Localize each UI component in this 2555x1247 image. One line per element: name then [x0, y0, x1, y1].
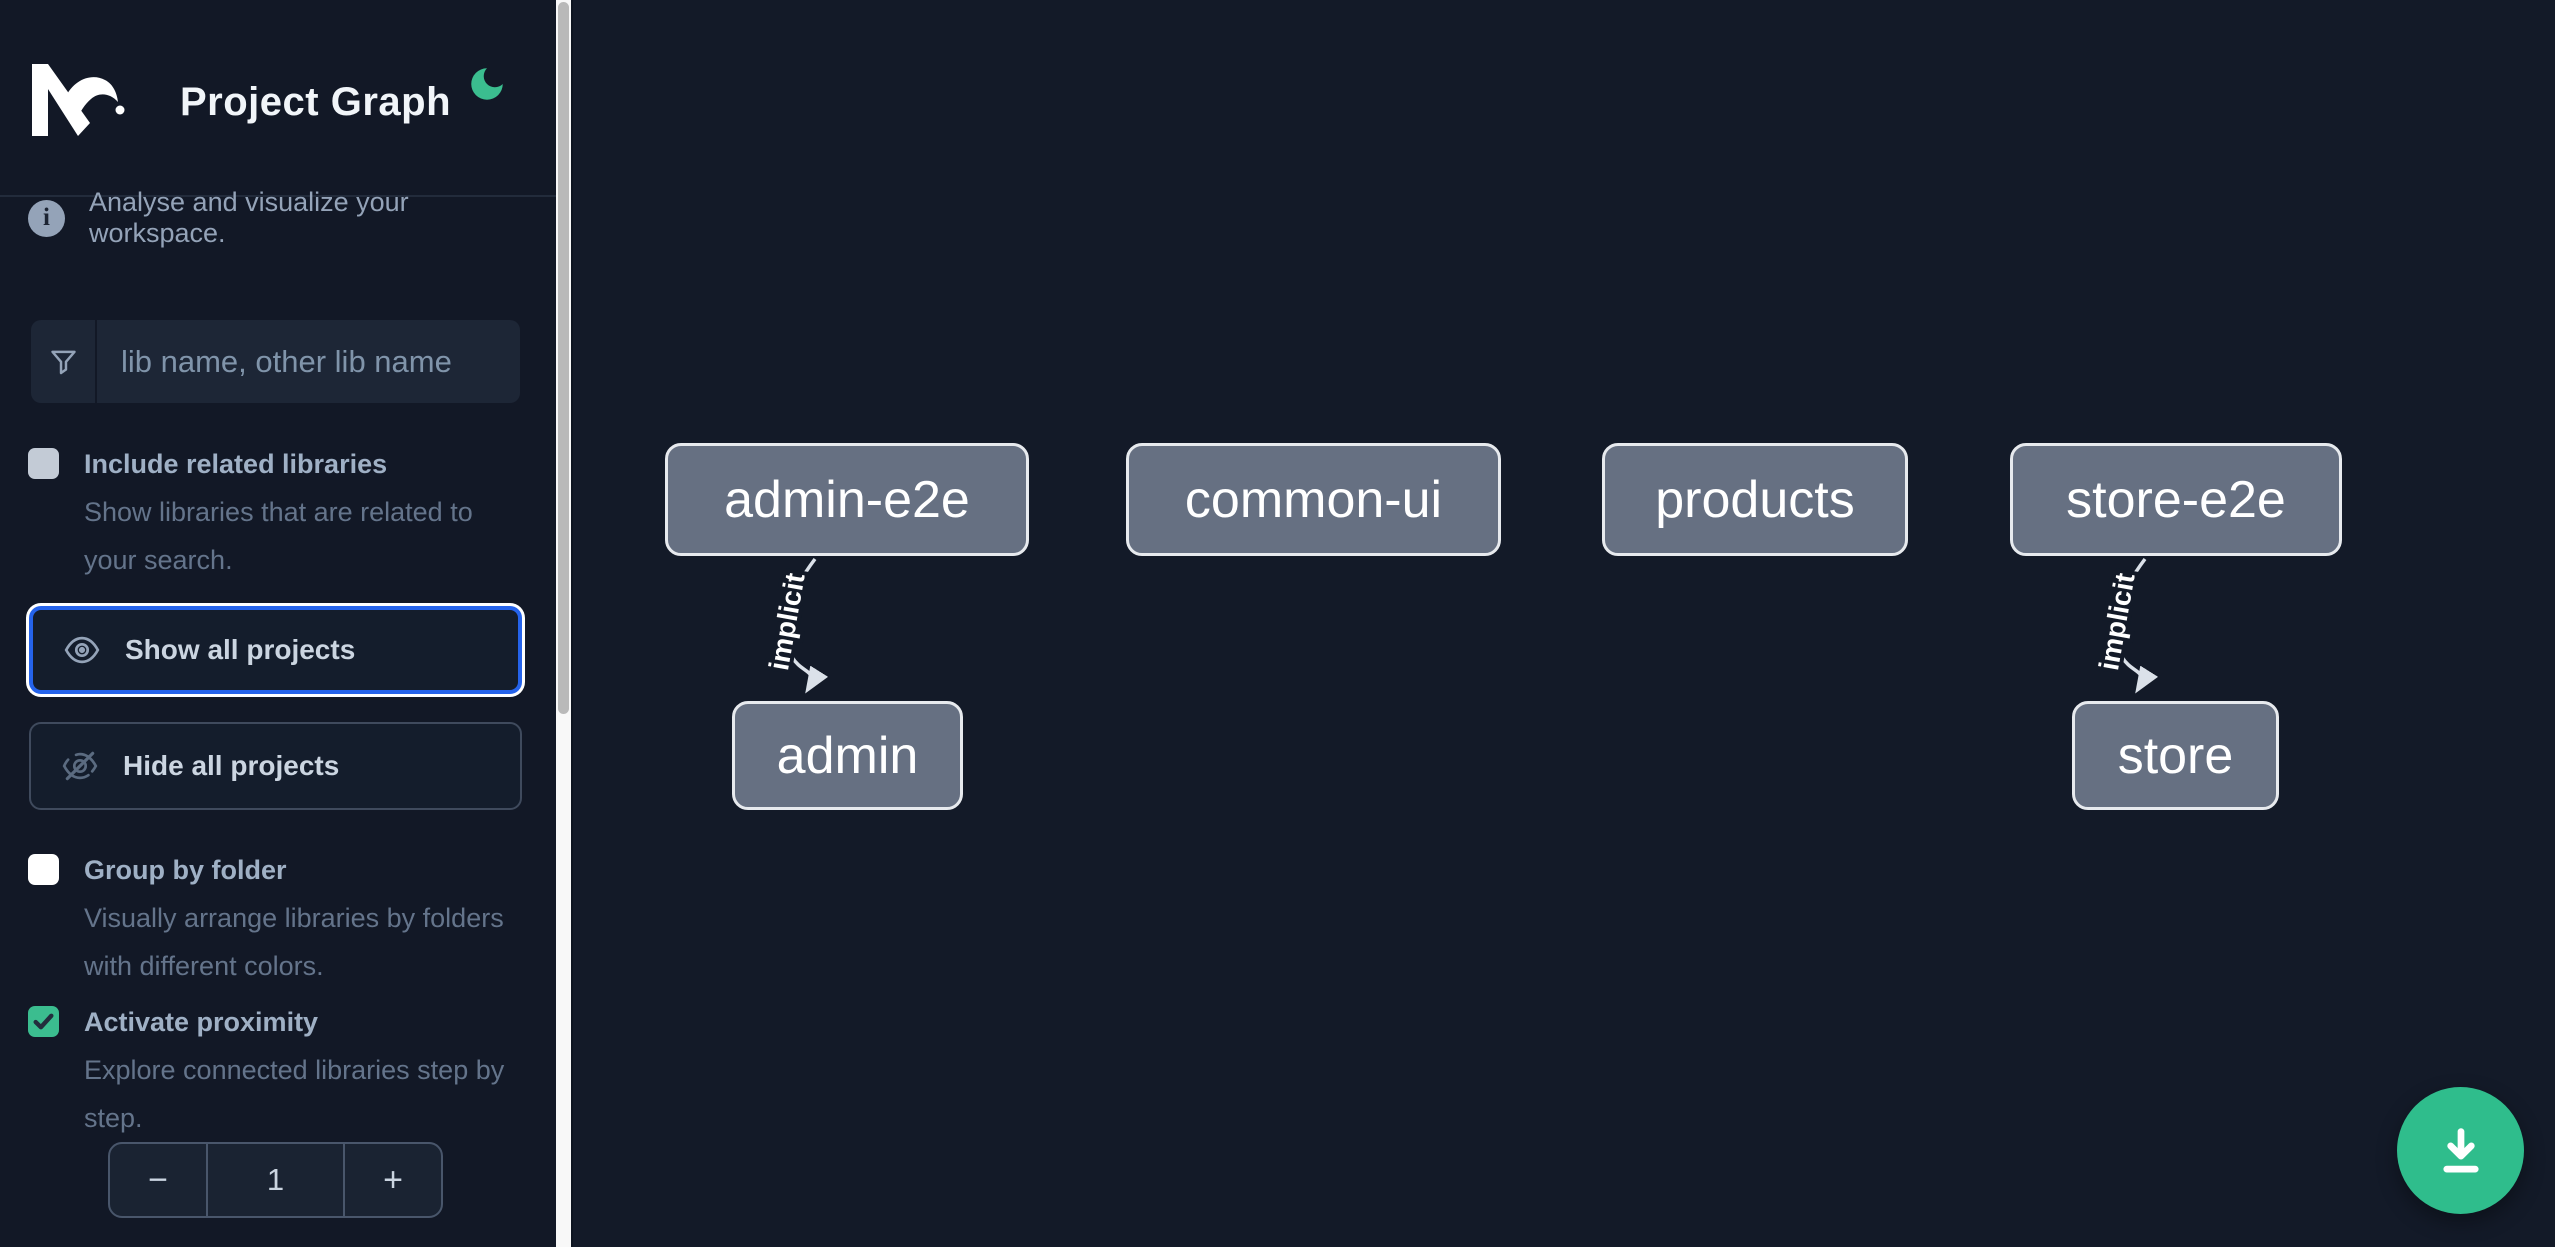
option-description: Visually arrange libraries by folders wi…	[84, 903, 504, 981]
decrement-button[interactable]: −	[110, 1144, 208, 1216]
moon-icon	[471, 67, 503, 100]
graph-node-label: store-e2e	[2066, 470, 2286, 529]
option-description: Show libraries that are related to your …	[84, 497, 473, 575]
graph-node-label: admin	[776, 726, 919, 785]
filter-input[interactable]	[97, 320, 544, 403]
hide-all-projects-label: Hide all projects	[123, 750, 340, 781]
edge-label: implicit	[2093, 571, 2141, 673]
option-description: Explore connected libraries step by step…	[84, 1055, 505, 1133]
sidebar: Project Graph i Analyse and visualize yo…	[0, 0, 556, 1247]
funnel-icon	[31, 320, 97, 403]
graph-node[interactable]: admin	[732, 701, 963, 810]
option-group-by-folder[interactable]: Group by folder Visually arrange librari…	[28, 846, 528, 990]
graph-node[interactable]: store	[2072, 701, 2279, 810]
eye-off-icon	[62, 751, 98, 781]
workspace-info: i Analyse and visualize your workspace.	[28, 187, 528, 248]
proximity-depth-stepper: − 1 +	[108, 1142, 443, 1218]
group-by-folder-checkbox[interactable]	[28, 854, 59, 885]
eye-icon	[64, 636, 100, 664]
graph-node-label: products	[1655, 470, 1855, 529]
show-all-projects-button[interactable]: Show all projects	[29, 606, 522, 694]
edge-layer: implicit implicit	[759, 557, 2159, 694]
filter-box	[31, 320, 544, 403]
activate-proximity-checkbox[interactable]	[28, 1006, 59, 1037]
option-include-related-libraries[interactable]: Include related libraries Show libraries…	[28, 440, 528, 584]
workspace-info-text: Analyse and visualize your workspace.	[89, 187, 409, 248]
option-label: Group by folder	[84, 855, 287, 885]
theme-toggle-button[interactable]	[464, 62, 510, 108]
show-all-projects-label: Show all projects	[125, 634, 356, 665]
option-label: Activate proximity	[84, 1007, 319, 1037]
sidebar-scrollbar-thumb[interactable]	[558, 2, 569, 714]
sidebar-scrollbar-track[interactable]	[556, 0, 571, 1247]
graph-edge[interactable]	[2113, 557, 2159, 694]
hide-all-projects-button[interactable]: Hide all projects	[29, 722, 522, 810]
graph-node-label: store	[2117, 726, 2234, 785]
edge-label: implicit	[763, 571, 811, 673]
graph-node[interactable]: store-e2e	[2010, 443, 2342, 556]
graph-edge[interactable]	[783, 557, 829, 694]
info-icon: i	[28, 199, 65, 237]
graph-node[interactable]: products	[1602, 443, 1908, 556]
sidebar-header: Project Graph	[0, 0, 556, 197]
graph-node[interactable]: common-ui	[1126, 443, 1501, 556]
option-label: Include related libraries	[84, 449, 388, 479]
project-graph-canvas[interactable]: implicit implicit admin-e2e common-ui produ…	[571, 0, 2555, 1247]
page-title: Project Graph	[180, 80, 452, 124]
include-related-checkbox[interactable]	[28, 448, 59, 479]
proximity-depth-value: 1	[266, 1162, 285, 1197]
graph-node-label: admin-e2e	[724, 470, 970, 529]
save-image-button[interactable]	[2397, 1087, 2524, 1214]
option-activate-proximity[interactable]: Activate proximity Explore connected lib…	[28, 998, 528, 1142]
graph-node-label: common-ui	[1184, 470, 1443, 529]
download-icon	[2442, 1127, 2479, 1172]
nx-logo-icon	[32, 64, 125, 136]
increment-button[interactable]: +	[343, 1144, 441, 1216]
graph-node[interactable]: admin-e2e	[665, 443, 1029, 556]
